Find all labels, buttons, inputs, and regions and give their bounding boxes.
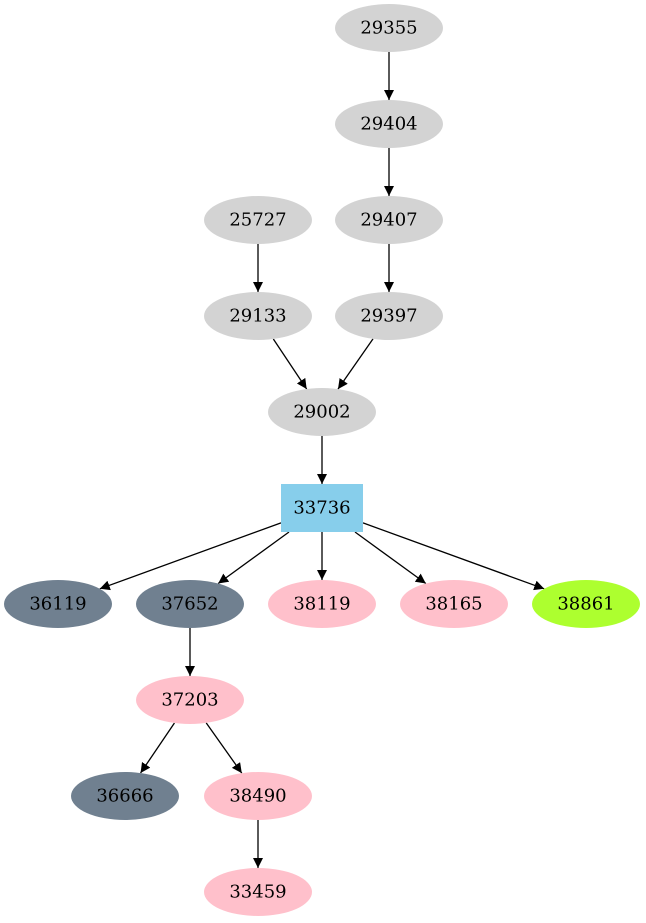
node-label-36666: 36666 bbox=[96, 786, 153, 807]
node-label-38119: 38119 bbox=[293, 594, 350, 615]
node-label-25727: 25727 bbox=[229, 210, 286, 231]
node-shape-29133 bbox=[204, 292, 312, 340]
node-29407[interactable]: 29407 bbox=[335, 196, 443, 244]
node-37203[interactable]: 37203 bbox=[136, 676, 244, 724]
node-38490[interactable]: 38490 bbox=[204, 772, 312, 820]
edge-37203-to-36666 bbox=[140, 722, 175, 774]
node-33736[interactable]: 33736 bbox=[281, 484, 363, 532]
node-shape-33459 bbox=[204, 868, 312, 916]
node-label-33459: 33459 bbox=[229, 882, 286, 903]
node-label-36119: 36119 bbox=[29, 594, 86, 615]
edge-29133-to-29002 bbox=[272, 338, 308, 390]
node-shape-29355 bbox=[335, 4, 443, 52]
node-shape-29002 bbox=[268, 388, 376, 436]
node-label-33736: 33736 bbox=[293, 498, 350, 519]
edge-33736-to-36119 bbox=[99, 522, 282, 591]
node-38119[interactable]: 38119 bbox=[268, 580, 376, 628]
node-33459[interactable]: 33459 bbox=[204, 868, 312, 916]
node-25727[interactable]: 25727 bbox=[204, 196, 312, 244]
node-36119[interactable]: 36119 bbox=[4, 580, 112, 628]
edge-33736-to-37652 bbox=[217, 531, 290, 585]
node-shape-29407 bbox=[335, 196, 443, 244]
node-label-29133: 29133 bbox=[229, 306, 286, 327]
node-label-29355: 29355 bbox=[360, 18, 417, 39]
node-label-29404: 29404 bbox=[360, 114, 417, 135]
node-shape-36666 bbox=[71, 772, 179, 820]
node-38861[interactable]: 38861 bbox=[532, 580, 640, 628]
node-label-37203: 37203 bbox=[161, 690, 218, 711]
node-shape-29397 bbox=[335, 292, 443, 340]
nodes-layer: 29355 29404 25727 29407 29133 29397 29002 33736… bbox=[4, 4, 640, 916]
node-29355[interactable]: 29355 bbox=[335, 4, 443, 52]
node-shape-29404 bbox=[335, 100, 443, 148]
node-shape-38165 bbox=[400, 580, 508, 628]
node-label-29407: 29407 bbox=[360, 210, 417, 231]
node-29133[interactable]: 29133 bbox=[204, 292, 312, 340]
edges-layer bbox=[99, 52, 545, 868]
node-shape-38861 bbox=[532, 580, 640, 628]
node-29002[interactable]: 29002 bbox=[268, 388, 376, 436]
node-label-37652: 37652 bbox=[161, 594, 218, 615]
node-label-29002: 29002 bbox=[293, 402, 350, 423]
node-label-38490: 38490 bbox=[229, 786, 286, 807]
node-29404[interactable]: 29404 bbox=[335, 100, 443, 148]
node-shape-38490 bbox=[204, 772, 312, 820]
node-shape-37652 bbox=[136, 580, 244, 628]
node-37652[interactable]: 37652 bbox=[136, 580, 244, 628]
node-label-38861: 38861 bbox=[557, 594, 614, 615]
edge-33736-to-38861 bbox=[362, 522, 545, 591]
node-shape-37203 bbox=[136, 676, 244, 724]
edge-33736-to-38165 bbox=[354, 531, 427, 585]
edge-37203-to-38490 bbox=[205, 722, 243, 774]
node-38165[interactable]: 38165 bbox=[400, 580, 508, 628]
node-29397[interactable]: 29397 bbox=[335, 292, 443, 340]
node-shape-38119 bbox=[268, 580, 376, 628]
node-label-29397: 29397 bbox=[360, 306, 417, 327]
edge-29397-to-29002 bbox=[337, 338, 374, 390]
node-label-38165: 38165 bbox=[425, 594, 482, 615]
node-shape-36119 bbox=[4, 580, 112, 628]
node-shape-25727 bbox=[204, 196, 312, 244]
node-36666[interactable]: 36666 bbox=[71, 772, 179, 820]
node-shape-33736 bbox=[281, 484, 363, 532]
